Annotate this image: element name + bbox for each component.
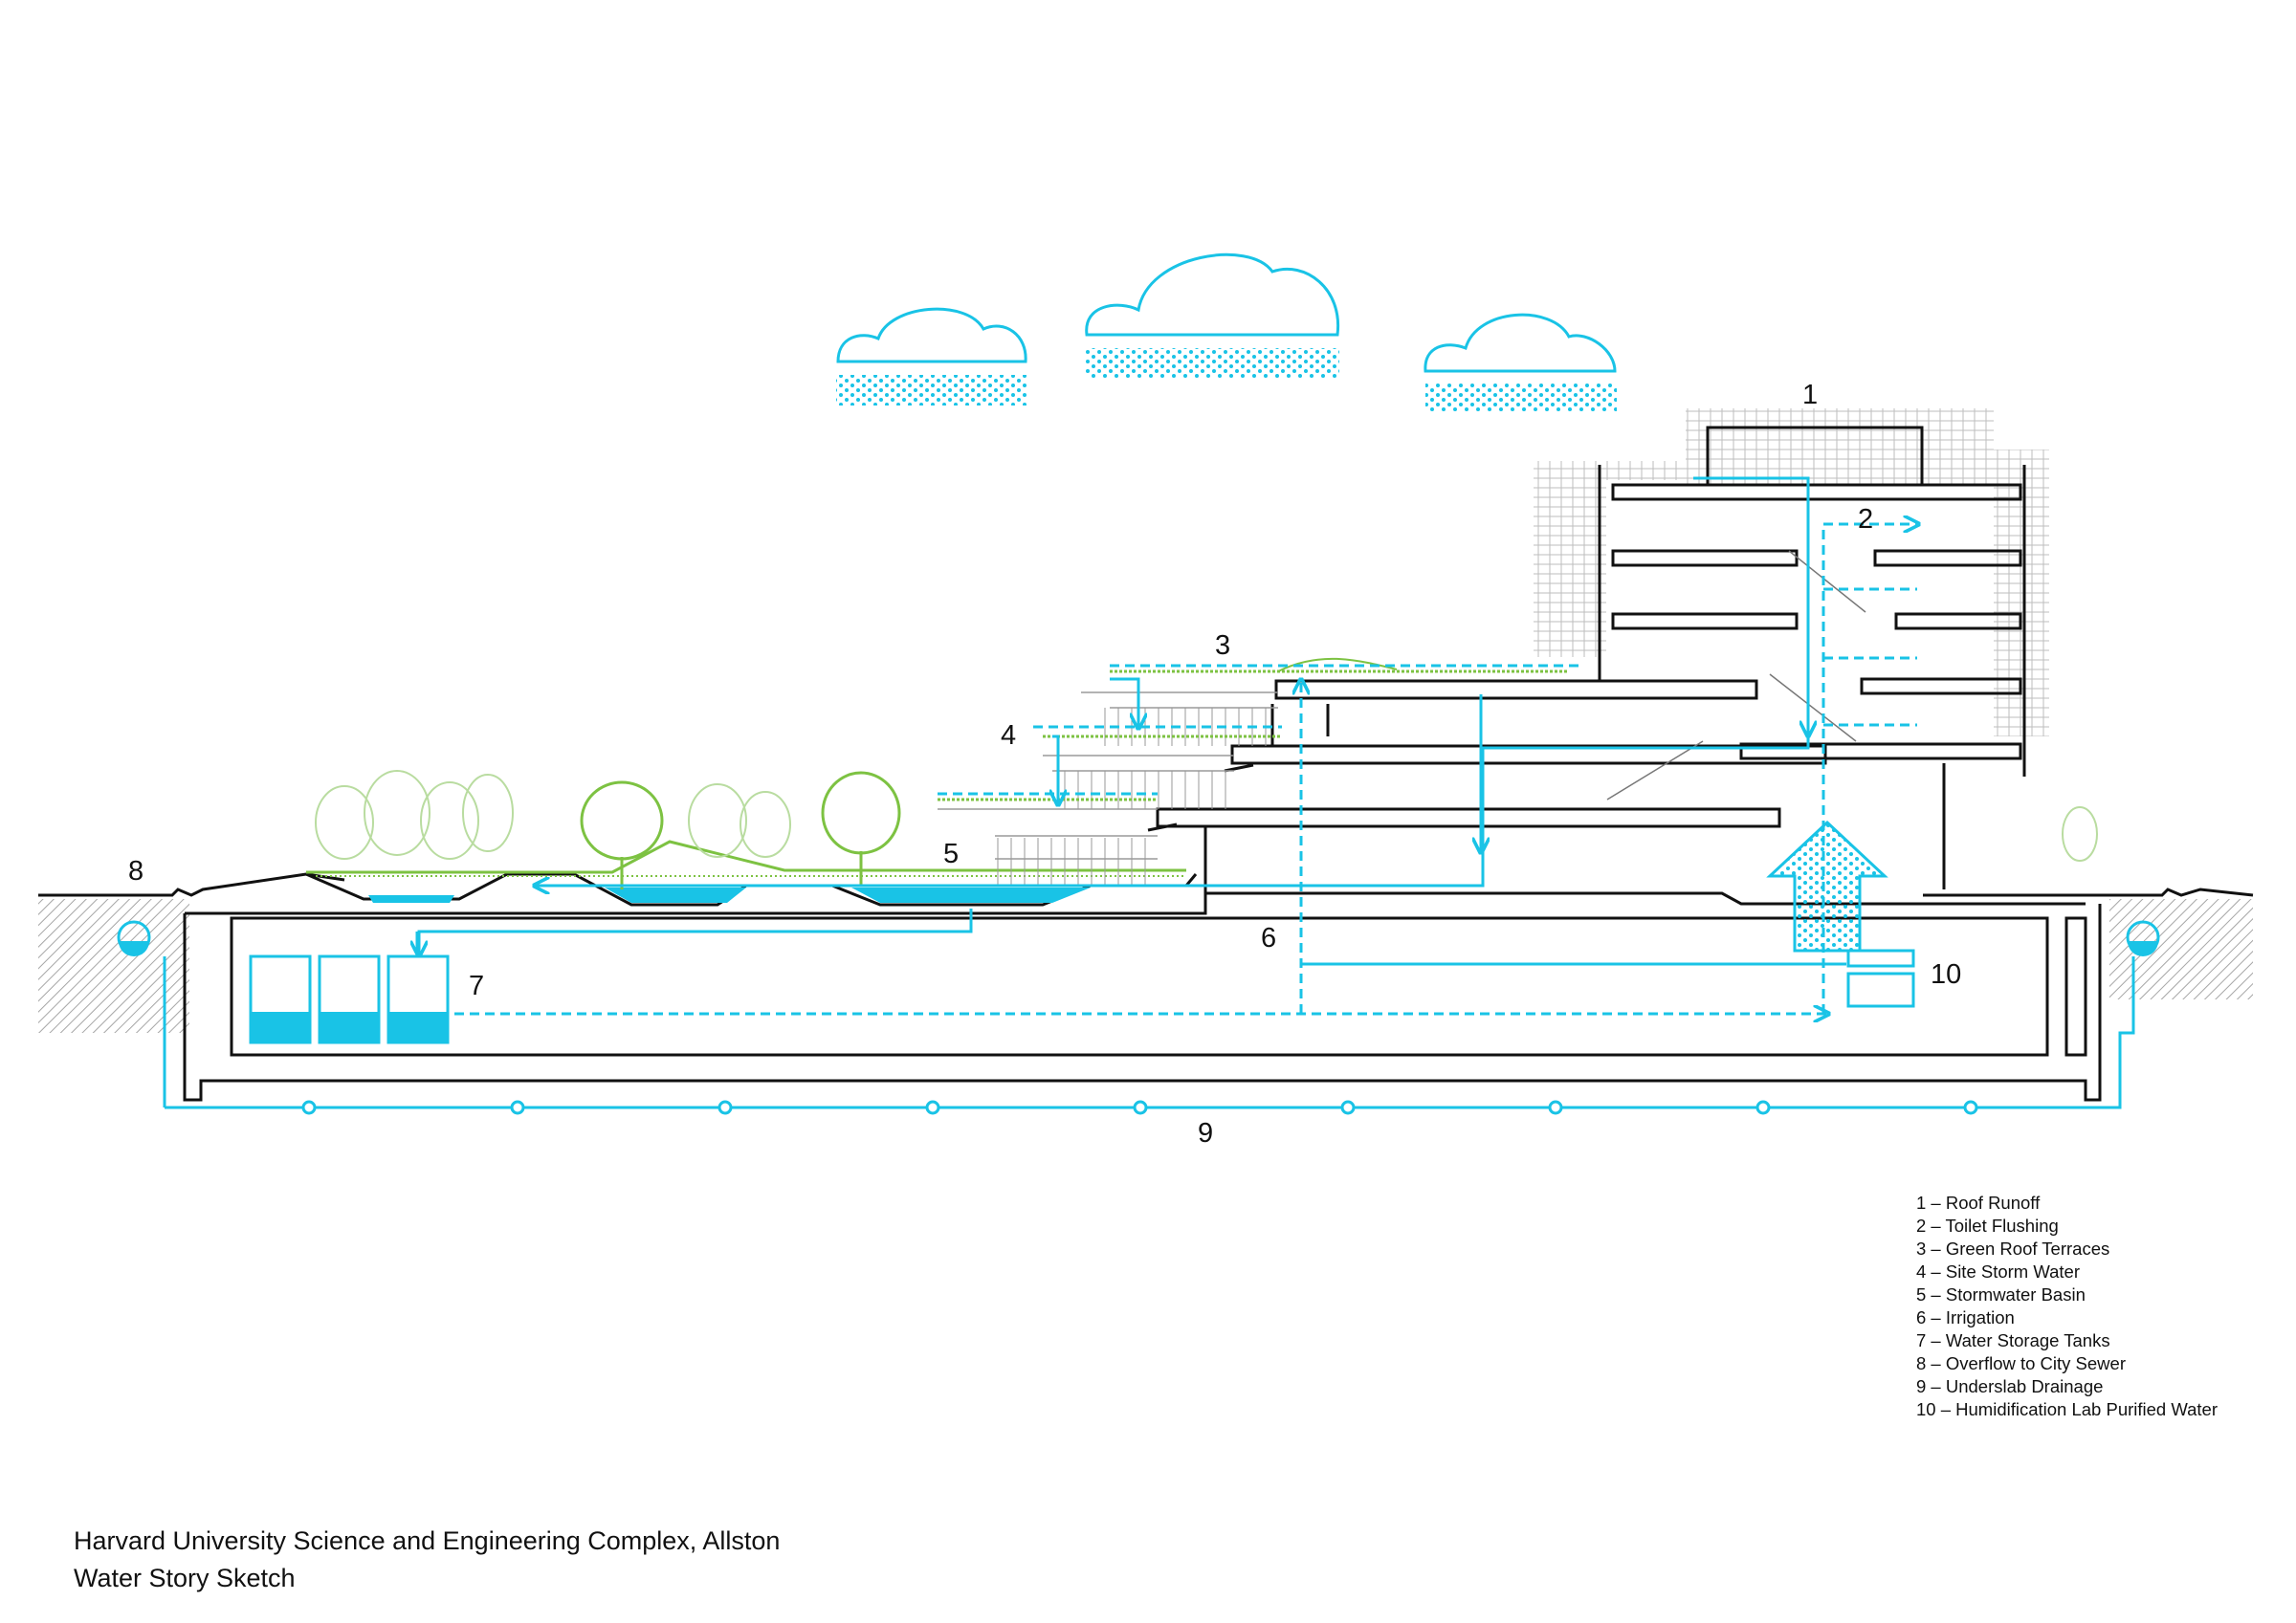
rain-right xyxy=(1425,383,1617,411)
foundation xyxy=(183,891,2102,1102)
callout-10: 10 xyxy=(1931,959,1961,990)
legend-item: 7 – Water Storage Tanks xyxy=(1916,1330,2110,1350)
trees xyxy=(315,770,2098,889)
caption-subtitle: Water Story Sketch xyxy=(74,1564,296,1592)
cloud-right-icon xyxy=(1424,313,1617,373)
terraced-building xyxy=(1147,679,1827,893)
basin-water-3 xyxy=(851,888,1091,903)
legend: 1 – Roof Runoff 2 – Toilet Flushing 3 – … xyxy=(1916,1192,2218,1421)
legend-item: 9 – Underslab Drainage xyxy=(1916,1376,2104,1396)
callout-2: 2 xyxy=(1858,504,1873,535)
callout-5: 5 xyxy=(943,839,959,869)
legend-item: 1 – Roof Runoff xyxy=(1916,1193,2041,1213)
caption-title: Harvard University Science and Engineeri… xyxy=(74,1526,781,1555)
tower-screens xyxy=(1534,408,2049,736)
basin-water-1 xyxy=(368,895,454,903)
callout-numbers: 1 2 3 4 5 6 7 8 9 10 xyxy=(128,380,1961,1149)
cloud-center-icon xyxy=(1085,252,1340,337)
landscape xyxy=(305,840,1198,907)
clouds xyxy=(836,252,1617,411)
tower xyxy=(1598,426,2026,889)
callout-8: 8 xyxy=(128,856,144,887)
callout-1: 1 xyxy=(1802,380,1818,410)
callout-7: 7 xyxy=(469,971,484,1001)
tree-icon xyxy=(580,771,901,889)
water-flows xyxy=(163,476,2135,1115)
dashed-flows xyxy=(454,524,1917,1014)
rain-left xyxy=(836,375,1027,406)
legend-item: 8 – Overflow to City Sewer xyxy=(1916,1353,2126,1373)
city-sewer-pipes xyxy=(117,920,2160,956)
callout-3: 3 xyxy=(1215,630,1230,661)
underslab-drainage xyxy=(163,956,2135,1109)
legend-item: 10 – Humidification Lab Purified Water xyxy=(1916,1399,2218,1419)
legend-item: 4 – Site Storm Water xyxy=(1916,1261,2081,1282)
callout-6: 6 xyxy=(1261,923,1276,954)
basin-water-2 xyxy=(605,888,746,903)
callout-4: 4 xyxy=(1001,720,1016,751)
callout-9: 9 xyxy=(1198,1118,1213,1149)
tree-icon xyxy=(315,770,2098,862)
cloud-left-icon xyxy=(836,307,1027,363)
legend-item: 3 – Green Roof Terraces xyxy=(1916,1239,2110,1259)
legend-item: 2 – Toilet Flushing xyxy=(1916,1216,2059,1236)
legend-item: 5 – Stormwater Basin xyxy=(1916,1284,2086,1305)
terrace-railings xyxy=(938,657,1569,886)
roof-runoff-line xyxy=(1693,476,1808,735)
humidification-arrow xyxy=(1766,820,1915,1008)
water-storage-tanks xyxy=(249,954,450,1044)
legend-item: 6 – Irrigation xyxy=(1916,1307,2015,1327)
rain-center xyxy=(1085,348,1339,379)
